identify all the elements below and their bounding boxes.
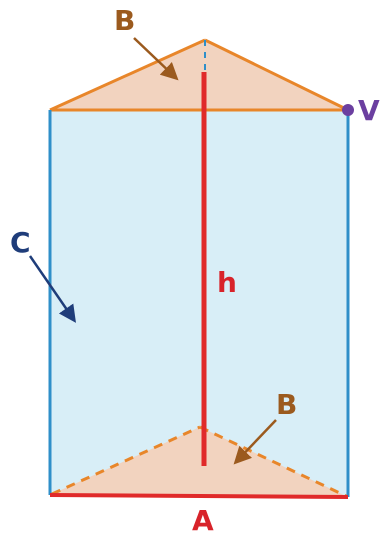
top-base (50, 40, 348, 110)
top-base-edge-right (204, 38, 349, 112)
vertex-dot (342, 104, 354, 116)
top-base-arrow (133, 37, 179, 81)
label-vertex: V (358, 94, 380, 127)
label-top-base: B (114, 4, 135, 37)
lateral-face-arrow (28, 255, 76, 323)
edge-a-line (49, 493, 349, 499)
top-base-edge-left (49, 38, 206, 112)
bottom-base (50, 427, 348, 497)
bottom-base-arrow (233, 419, 277, 465)
label-height: h (217, 266, 237, 299)
label-bottom-base: B (276, 388, 297, 421)
bottom-base-hidden-edge-right (199, 425, 347, 498)
bottom-base-hidden-edge-left (51, 425, 201, 496)
label-edge-a: A (192, 504, 214, 537)
label-lateral-face: C (10, 226, 31, 259)
